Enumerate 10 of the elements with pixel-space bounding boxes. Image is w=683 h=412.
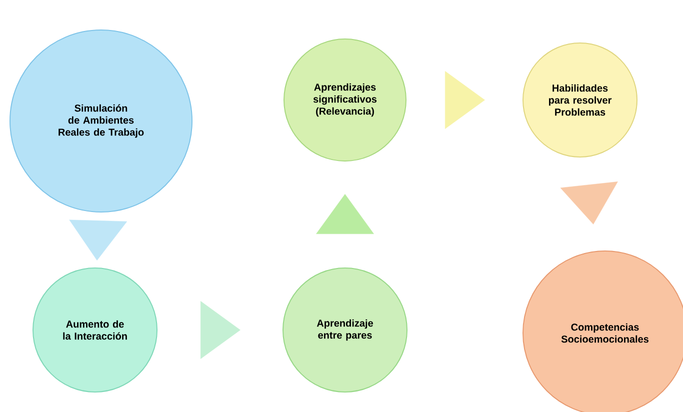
triangle-arrow [200, 301, 240, 359]
triangle-arrow [316, 194, 374, 234]
circle-node: Aumento de la Interacción [32, 268, 158, 392]
triangle-arrow [69, 220, 128, 260]
circle-node: Competencias Socioemocionales [522, 250, 683, 412]
circle-node: Habilidades para resolver Problemas [522, 42, 638, 158]
circle-node: Aprendizajes significativos (Relevancia) [284, 38, 406, 162]
circle-node: Simulación de Ambientes Reales de Trabajo [10, 30, 192, 212]
circle-node: Aprendizaje entre pares [282, 268, 408, 392]
triangle-arrow [444, 71, 485, 129]
